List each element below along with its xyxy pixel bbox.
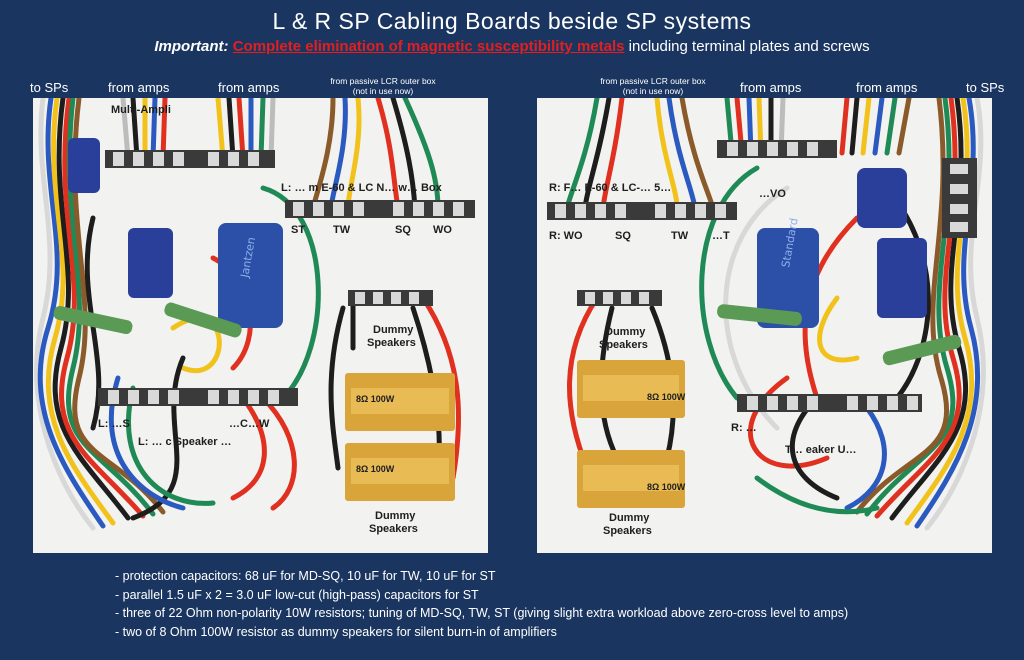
left-board-photo: Jantzen Multi-Ampli L: … m E-60 & LC N… … <box>33 98 488 553</box>
left-ch-label: …C…W <box>229 418 270 430</box>
label-from-amps-right-1: from amps <box>740 80 802 95</box>
notes-list: - protection capacitors: 68 uF for MD-SQ… <box>115 567 848 641</box>
right-board-photo: Standard R: F… E-60 & LC-… 5… R: WO SQ T… <box>537 98 992 553</box>
right-dummy-top: Dummy <box>605 326 646 338</box>
right-res1-text: 8Ω 100W <box>647 392 686 402</box>
label-from-amps-right-2: from amps <box>856 80 918 95</box>
label-to-sps-left: to SPs <box>30 80 69 95</box>
left-box-label: L: … m E-60 & LC N… w… Box <box>281 182 442 194</box>
right-dummy-bottom: Dummy <box>609 512 650 524</box>
subtitle-rest: including terminal plates and screws <box>624 38 870 55</box>
left-res1-text: 8Ω 100W <box>356 394 395 404</box>
capacitor-68uf-a <box>128 228 173 298</box>
left-to-speaker-label: L: … c Speaker … <box>138 436 232 448</box>
capacitor-68uf-b <box>218 223 283 328</box>
right-r-label: R: … <box>731 422 757 434</box>
note-item: - parallel 1.5 uF x 2 = 3.0 uF low-cut (… <box>115 587 479 602</box>
right-wo-label: R: WO <box>549 230 583 242</box>
left-multi-amp-label: Multi-Ampli <box>111 104 171 116</box>
note-item: - protection capacitors: 68 uF for MD-SQ… <box>115 569 496 583</box>
right-box-label: R: F… E-60 & LC-… 5… <box>549 182 672 194</box>
capacitor-small <box>68 138 100 193</box>
right-dummy-top2: Speakers <box>599 339 648 351</box>
label-to-sps-right: to SPs <box>966 80 1005 95</box>
left-res2-text: 8Ω 100W <box>356 464 395 474</box>
right-to-speaker-label: T… eaker U… <box>785 444 857 456</box>
right-wo-small: …VO <box>759 188 786 200</box>
left-l-label: L: …S <box>98 418 130 430</box>
label-passive-box-right: from passive LCR outer box (not in use n… <box>588 76 718 96</box>
left-dummy-top2: Speakers <box>367 337 416 349</box>
passive-box-text: from passive LCR outer box <box>600 76 706 86</box>
important-label: Important: <box>154 38 229 55</box>
label-from-amps-left-2: from amps <box>218 80 280 95</box>
passive-box-text: from passive LCR outer box <box>330 76 436 86</box>
label-from-amps-left-1: from amps <box>108 80 170 95</box>
left-wo-label: WO <box>433 224 452 236</box>
right-tw-label: TW <box>671 230 689 242</box>
left-tw-label: TW <box>333 224 351 236</box>
left-dummy-top: Dummy <box>373 324 414 336</box>
not-in-use-text: (not in use now) <box>622 86 684 96</box>
right-dummy-bottom2: Speakers <box>603 525 652 537</box>
left-sq-label: SQ <box>395 224 411 236</box>
right-st-label: …T <box>712 230 730 242</box>
left-board-wiring: Jantzen <box>34 98 475 531</box>
left-dummy-bottom: Dummy <box>375 510 416 522</box>
not-in-use-text: (not in use now) <box>352 86 414 96</box>
note-item: - three of 22 Ohm non-polarity 10W resis… <box>115 606 849 620</box>
right-res2-text: 8Ω 100W <box>647 482 686 492</box>
left-dummy-bottom2: Speakers <box>369 523 418 535</box>
page-subtitle: Important: Complete elimination of magne… <box>0 38 1024 55</box>
page-title: L & R SP Cabling Boards beside SP system… <box>272 8 752 34</box>
right-sq-label: SQ <box>615 230 631 242</box>
label-passive-box-left: from passive LCR outer box (not in use n… <box>318 76 448 96</box>
note-item: - two of 8 Ohm 100W resistor as dummy sp… <box>115 624 557 639</box>
left-st-label: ST <box>291 224 306 236</box>
highlight-text: Complete elimination of magnetic suscept… <box>232 38 625 55</box>
right-board-wiring: Standard <box>547 98 986 531</box>
